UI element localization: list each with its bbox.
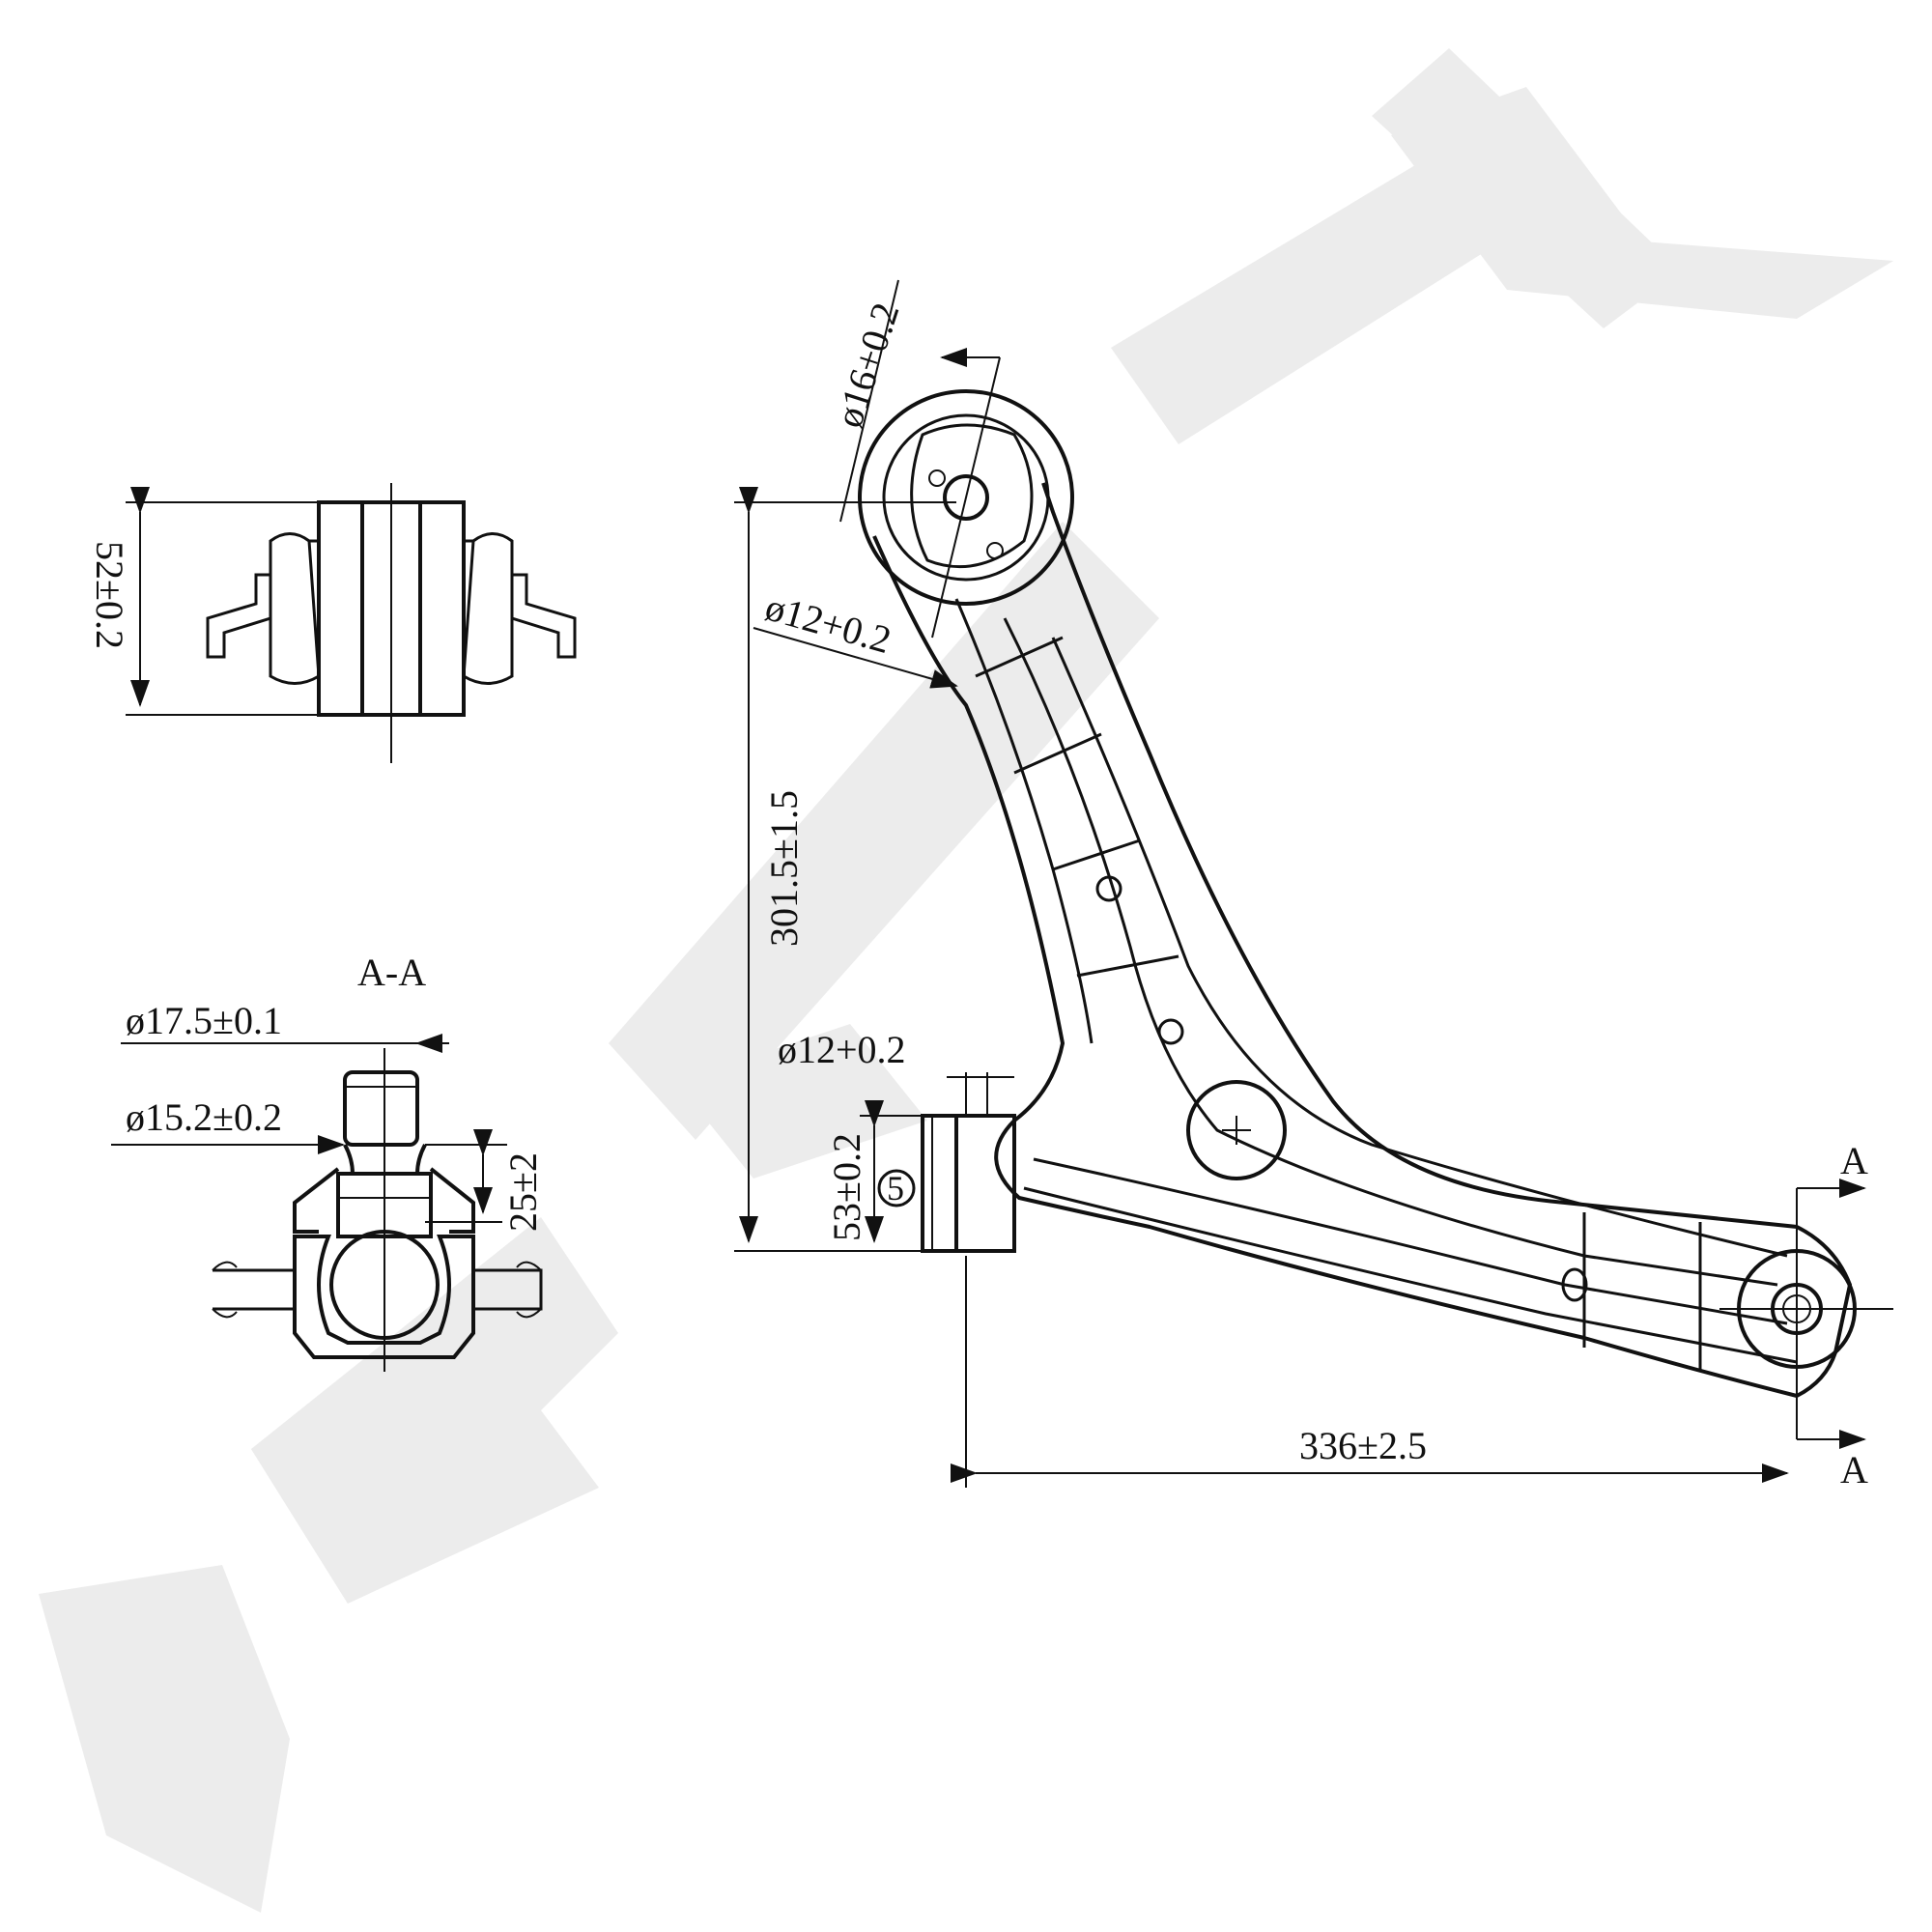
cross-rib	[1076, 954, 1179, 978]
arm-hole	[1561, 1267, 1588, 1302]
arm-rib	[954, 598, 1094, 1044]
height-dim: 25±2	[501, 1152, 545, 1232]
watermark-stroke	[1111, 145, 1517, 444]
rear-bushing-insert	[910, 423, 1034, 569]
bushing-inner-sleeve-right	[418, 500, 466, 717]
break-line-right	[516, 1261, 542, 1319]
dia-top-dim: ø17.5±0.1	[126, 999, 282, 1042]
control-arm-view: A A 5 ø16+0.2 ø12+0.2 301.5±1.5 ø1	[734, 279, 1893, 1492]
arm-large-hole	[1186, 1080, 1287, 1180]
bushing-rubber-right	[462, 532, 514, 685]
cross-rib	[1052, 838, 1141, 871]
ball-joint-housing	[293, 1235, 475, 1359]
break-line-left	[212, 1261, 238, 1319]
front-bore-dim: ø12+0.2	[778, 1028, 906, 1071]
bushing-rubber-left	[269, 532, 321, 685]
height-total-dim: 301.5±1.5	[762, 790, 806, 947]
stud-top	[343, 1070, 419, 1147]
bushing-flange-left	[206, 573, 272, 659]
watermark-stroke	[251, 1333, 599, 1604]
bushing-bore	[360, 500, 422, 717]
section-mark-top: A	[1840, 1139, 1868, 1182]
arm-body-outline	[872, 482, 1853, 1399]
watermark-stroke	[39, 1565, 290, 1913]
front-bushing-rubber	[921, 1114, 958, 1253]
bushing-section-view: 52±0.2	[88, 483, 577, 763]
callout-number: 5	[887, 1169, 904, 1208]
arm-hole	[1157, 1018, 1184, 1045]
stud-shank	[336, 1172, 433, 1238]
arm-rib	[1003, 617, 1778, 1287]
arm-rib	[1051, 637, 1788, 1258]
watermark-stroke	[1391, 87, 1893, 319]
arm-rib-lower	[1033, 1157, 1788, 1325]
section-mark-bottom: A	[1840, 1448, 1868, 1492]
bushing-inner-sleeve-left	[317, 500, 364, 717]
ball-joint-section-view: A-A ø17.5±0.1	[111, 951, 545, 1372]
ball-joint-ball	[329, 1230, 440, 1340]
bushing-height-dim: 52±0.2	[88, 541, 131, 649]
rear-insert-mark	[986, 542, 1004, 559]
mount-plate-right	[473, 1268, 543, 1311]
length-dim: 336±2.5	[1299, 1424, 1427, 1467]
dia-neck-dim: ø15.2±0.2	[126, 1095, 282, 1139]
rear-eye-outer	[858, 389, 1074, 606]
bore-inner-dim: ø12+0.2	[761, 584, 896, 662]
bore-outer-ext	[839, 279, 899, 523]
arm-hole	[1095, 875, 1122, 902]
bore-inner-leader	[753, 627, 958, 689]
section-title: A-A	[357, 951, 426, 994]
rear-insert-mark	[928, 469, 946, 487]
rear-bore	[943, 474, 989, 521]
mount-plate-left	[213, 1268, 297, 1311]
boot-right	[429, 1167, 475, 1234]
boot-left	[293, 1167, 340, 1234]
bore-outer-leader	[931, 356, 1001, 639]
cross-rib	[975, 636, 1064, 678]
bore-outer-dim: ø16+0.2	[827, 298, 908, 433]
arm-rib-lower	[1023, 1186, 1798, 1364]
bushing-flange-right	[510, 573, 577, 659]
front-width-dim: 53±0.2	[825, 1133, 868, 1241]
cross-rib	[1013, 732, 1102, 775]
